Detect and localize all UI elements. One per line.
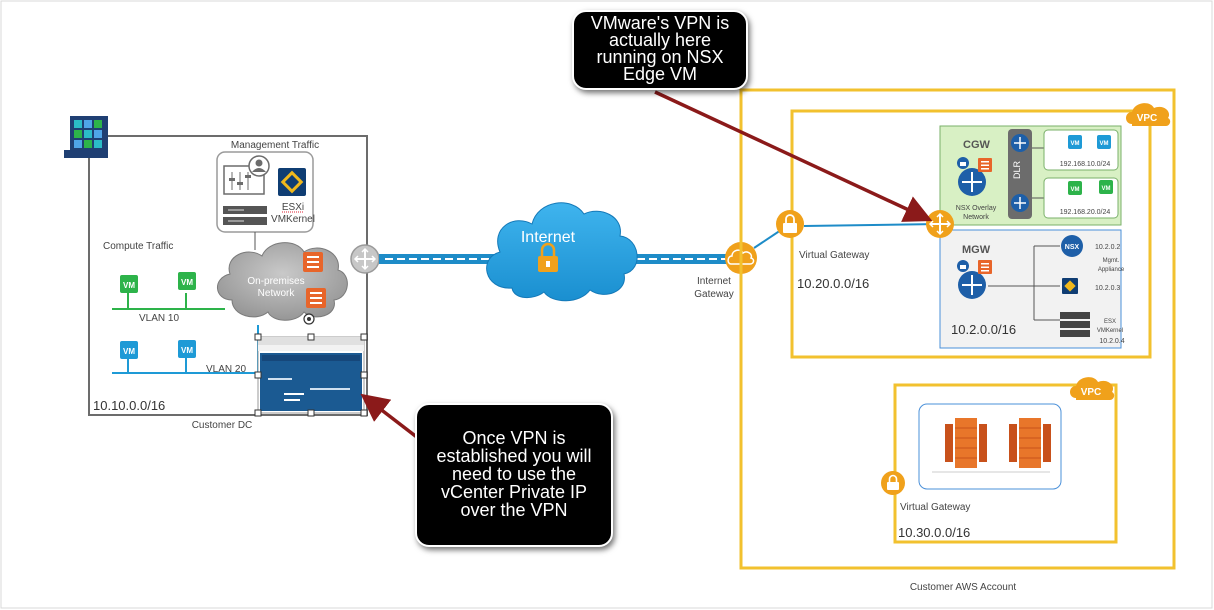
on-premises-label: On-premises: [247, 276, 304, 287]
firewall-icon: [978, 260, 992, 274]
router-icon: [958, 271, 986, 299]
router-icon: [1011, 194, 1029, 212]
ec2-instance-icon: [945, 418, 987, 468]
internet-gateway-label-1: Internet: [697, 276, 731, 287]
server-rack-icon: [1060, 312, 1090, 337]
aws-account-box: [739, 88, 1176, 570]
vm-icon: VM: [1099, 180, 1113, 194]
esx-ip: 10.2.0.4: [1099, 338, 1124, 345]
refresh-icon: [303, 313, 315, 325]
compute-traffic-label: Compute Traffic: [103, 241, 173, 252]
mgmt-label-1: Mgmt.: [1103, 258, 1120, 264]
vmkernel-label: VMKernel: [271, 214, 315, 225]
esx-label-1: ESX: [1104, 319, 1116, 325]
management-traffic-label: Management Traffic: [231, 140, 319, 151]
network-label: Network: [258, 288, 296, 299]
svg-text:VM: VM: [181, 278, 193, 287]
virtual-gateway-label: Virtual Gateway: [799, 250, 869, 261]
vm-icon: VM: [1068, 181, 1082, 195]
ec2-instance-icon: [1009, 418, 1051, 468]
internet-cloud: [486, 202, 638, 302]
vm-vlan10-1: VM: [120, 275, 138, 293]
nsx-edge-router-icon: [926, 210, 954, 238]
vcenter-appliance-icon: [1062, 278, 1078, 294]
router-icon: [350, 244, 380, 274]
svg-text:VPC: VPC: [1081, 387, 1102, 398]
svg-text:VM: VM: [1071, 187, 1080, 193]
router-icon: [958, 168, 986, 196]
customer-dc-label: Customer DC: [192, 420, 253, 431]
internet-gateway-label-2: Gateway: [694, 289, 733, 300]
vpc-badge: VPC: [1070, 377, 1115, 400]
subnet-2-label: 192.168.20.0/24: [1060, 209, 1111, 216]
esxi-host-icon: [278, 168, 306, 196]
internet-label: Internet: [521, 229, 576, 246]
svg-text:VM: VM: [123, 347, 135, 356]
callout-vcenter-private-ip: Once VPN is established you will need to…: [415, 403, 613, 547]
mgmt-ip: 10.2.0.3: [1095, 285, 1120, 292]
cgw-label: CGW: [963, 139, 991, 151]
svg-text:VM: VM: [1100, 141, 1109, 147]
vcenter-console-icon: [223, 155, 270, 195]
vlan20-label: VLAN 20: [206, 364, 246, 375]
vm-vlan10-2: VM: [178, 272, 196, 290]
lock-icon: [957, 157, 969, 169]
customer-dc-cidr: 10.10.0.0/16: [93, 398, 165, 413]
vgw-link: [803, 223, 941, 227]
subnet-1-label: 192.168.10.0/24: [1060, 161, 1111, 168]
virtual-gateway-label-2: Virtual Gateway: [900, 502, 970, 513]
firewall-icon: [978, 158, 992, 172]
svg-text:VM: VM: [181, 346, 193, 355]
server-rack-icon: [223, 206, 267, 225]
lock-icon: [881, 471, 905, 495]
svg-text:NSX: NSX: [1065, 244, 1080, 251]
vcenter-screenshot-thumbnail: [257, 336, 365, 414]
datacenter-icon: [64, 116, 108, 158]
nsx-overlay-label-2: Network: [963, 214, 989, 221]
lock-icon: [776, 210, 804, 238]
mgw-cidr: 10.2.0.0/16: [951, 322, 1016, 337]
router-icon: [1011, 134, 1029, 152]
nsx-icon: NSX: [1061, 235, 1083, 257]
vpc2-box: [893, 383, 1118, 544]
mgw-links: [988, 245, 1060, 321]
vpc1-cidr: 10.20.0.0/16: [797, 276, 869, 291]
lock-icon: [957, 260, 969, 272]
vpc2-cidr: 10.30.0.0/16: [898, 525, 970, 540]
svg-text:VPC: VPC: [1137, 113, 1158, 124]
vm-vlan20-2: VM: [178, 340, 196, 358]
vm-vlan20-1: VM: [120, 341, 138, 359]
esxi-label: ESXi: [282, 202, 304, 213]
esx-label-2: VMKernel: [1097, 328, 1123, 334]
firewall-icon: [306, 288, 326, 308]
nsx-ip: 10.2.0.2: [1095, 244, 1120, 251]
aws-account-label: Customer AWS Account: [910, 582, 1017, 593]
callout-arrow-bottom: [360, 393, 420, 440]
callout-arrow-top: [654, 90, 933, 222]
mgmt-label-2: Appliance: [1098, 267, 1125, 273]
nsx-overlay-label-1: NSX Overlay: [956, 205, 997, 212]
vm-icon: VM: [1068, 135, 1082, 149]
vpc-badge: VPC: [1126, 103, 1171, 126]
lock-icon: [538, 242, 558, 272]
callout-nsx-edge: VMware's VPN is actually here running on…: [572, 10, 748, 90]
dlr-label: DLR: [1012, 161, 1022, 180]
vm-icon: VM: [1097, 135, 1111, 149]
svg-text:VM: VM: [1071, 141, 1080, 147]
mgw-label: MGW: [962, 244, 991, 256]
firewall-icon: [303, 252, 323, 272]
svg-text:VM: VM: [1102, 186, 1111, 192]
svg-text:VM: VM: [123, 281, 135, 290]
vlan10-label: VLAN 10: [139, 313, 179, 324]
